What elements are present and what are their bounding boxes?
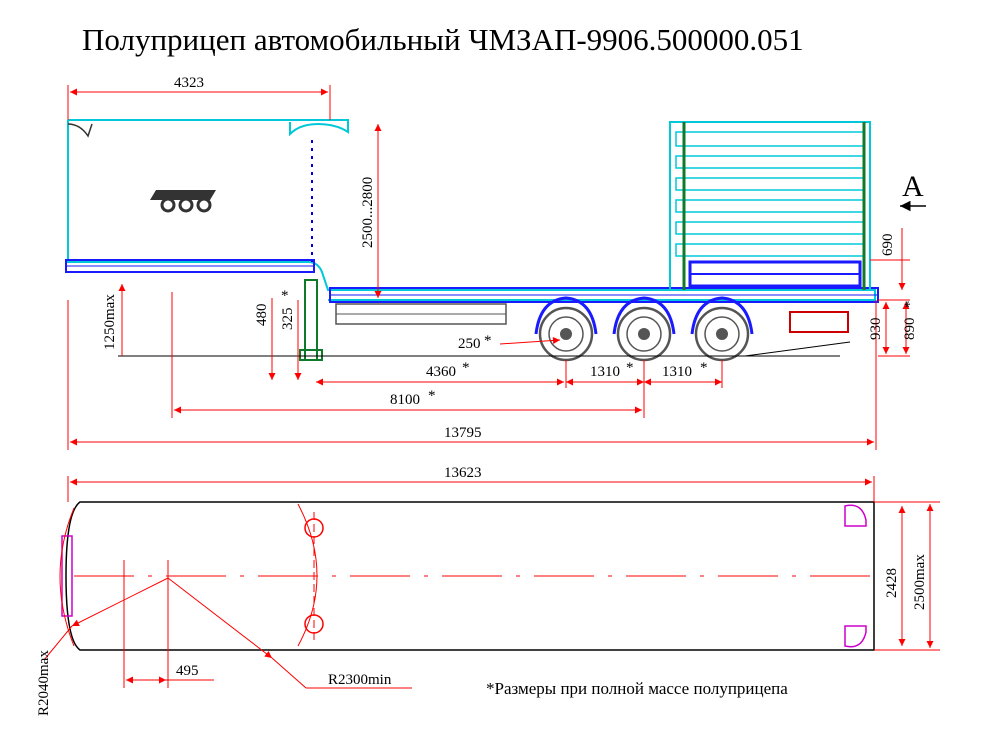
dim-inner-width: 2428 bbox=[884, 568, 900, 598]
dim-kingpin-to-axle1-star: * bbox=[462, 360, 470, 376]
dim-axle-spacing-1-star: * bbox=[626, 360, 634, 376]
front-corner bbox=[67, 123, 93, 138]
wheel-axle-1 bbox=[534, 296, 598, 362]
view-label: A bbox=[902, 170, 924, 203]
top-view: 495 R2300min R2040max 13623 2428 2500max bbox=[36, 465, 940, 716]
dim-axle-spacing-1: 1310 bbox=[590, 364, 620, 380]
rear-light-right bbox=[844, 625, 867, 648]
dim-kingpin-to-axle2-star: * bbox=[428, 388, 436, 404]
gooseneck-top bbox=[68, 119, 349, 137]
dim-platform-length: 13623 bbox=[444, 465, 482, 481]
rear-light-left bbox=[844, 504, 867, 527]
wheel-axle-3 bbox=[690, 296, 754, 362]
gooseneck-outline bbox=[67, 120, 876, 301]
dim-turning-radius: R2300min bbox=[328, 672, 392, 688]
rear-stake-racks bbox=[669, 121, 871, 291]
dim-overall-length: 13795 bbox=[444, 425, 482, 441]
platform-outline bbox=[65, 501, 875, 651]
dim-front-length: 4323 bbox=[174, 75, 204, 91]
dim-axle-gap-star: * bbox=[484, 333, 492, 349]
turning-arc-kingpin bbox=[297, 503, 318, 647]
chmzap-logo bbox=[150, 190, 216, 213]
dim-kingpin-offset: 325 bbox=[280, 308, 296, 331]
dim-kingpin-front-offset: 495 bbox=[176, 663, 199, 679]
dim-axle-spacing-2-star: * bbox=[700, 360, 708, 376]
dim-rear-deck-height: 930 bbox=[868, 318, 884, 341]
drawing-title: Полуприцеп автомобильный ЧМЗАП-9906.5000… bbox=[82, 22, 804, 57]
dim-axle-gap: 250 bbox=[458, 336, 481, 352]
wheel-axle-2 bbox=[612, 296, 676, 362]
dim-overall-width: 2500max bbox=[912, 554, 928, 610]
dim-kingpin-offset-star: * bbox=[281, 288, 289, 304]
dim-rear-deck-height-loaded-star: * bbox=[902, 301, 918, 309]
dim-deck-height-front: 1250max bbox=[102, 294, 118, 350]
dim-axle-spacing-2: 1310 bbox=[662, 364, 692, 380]
dim-front-radius: R2040max bbox=[36, 650, 52, 716]
dim-kingpin-to-axle2: 8100 bbox=[390, 392, 420, 408]
rear-bumper bbox=[789, 311, 849, 333]
front-panel bbox=[61, 535, 73, 617]
side-view: A 4323 2500...2800 690 1250max 480 325 *… bbox=[65, 75, 926, 450]
footnote: *Размеры при полной массе полуприцепа bbox=[486, 679, 788, 698]
dim-neck-height: 2500...2800 bbox=[360, 177, 376, 248]
dim-stake-height: 690 bbox=[880, 234, 896, 257]
dim-rear-deck-height-loaded: 890 bbox=[902, 318, 918, 341]
landing-gear bbox=[304, 279, 318, 361]
dim-kingpin-to-axle1: 4360 bbox=[426, 364, 456, 380]
dim-kingpin-height: 480 bbox=[254, 304, 270, 327]
